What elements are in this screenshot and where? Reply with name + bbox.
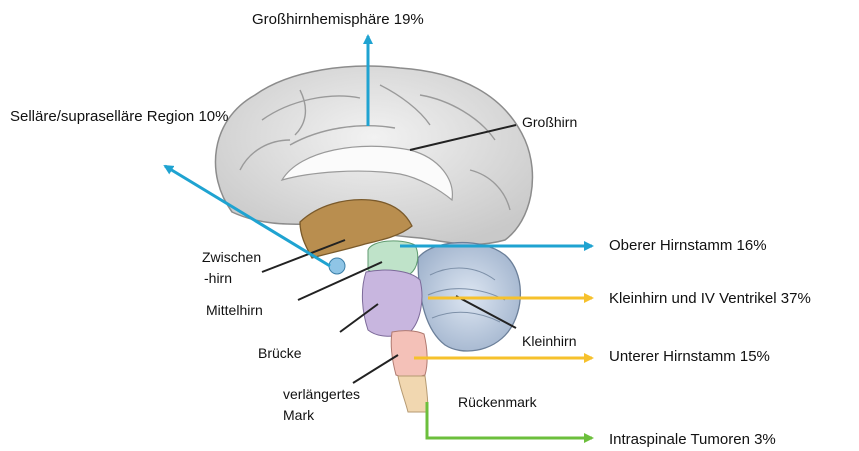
label-diencephalon-line1: Zwischen [202, 249, 261, 265]
label-cerebral-hemisphere: Großhirnhemisphäre 19% [252, 11, 424, 28]
label-pons: Brücke [258, 345, 302, 361]
label-intraspinal: Intraspinale Tumoren 3% [609, 431, 776, 448]
label-cerebellum: Kleinhirn [522, 333, 576, 349]
sellar-region-illustration [329, 258, 345, 274]
label-spinal-cord: Rückenmark [458, 394, 538, 410]
spinal-cord-illustration [398, 376, 428, 412]
label-lower-brainstem: Unterer Hirnstamm 15% [609, 348, 770, 365]
label-upper-brainstem: Oberer Hirnstamm 16% [609, 237, 767, 254]
medulla-illustration [391, 331, 427, 378]
label-sellar-region: Selläre/supraselläre Region 10% [10, 108, 228, 125]
label-cerebellum-ventricle: Kleinhirn und IV Ventrikel 37% [609, 290, 811, 307]
label-cerebrum: Großhirn [522, 114, 577, 130]
label-medulla-line2: Mark [283, 407, 315, 423]
label-medulla-line1: verlängertes [283, 386, 360, 402]
label-diencephalon-line2: -hirn [204, 270, 232, 286]
label-midbrain: Mittelhirn [206, 302, 263, 318]
pons-illustration [362, 270, 422, 336]
